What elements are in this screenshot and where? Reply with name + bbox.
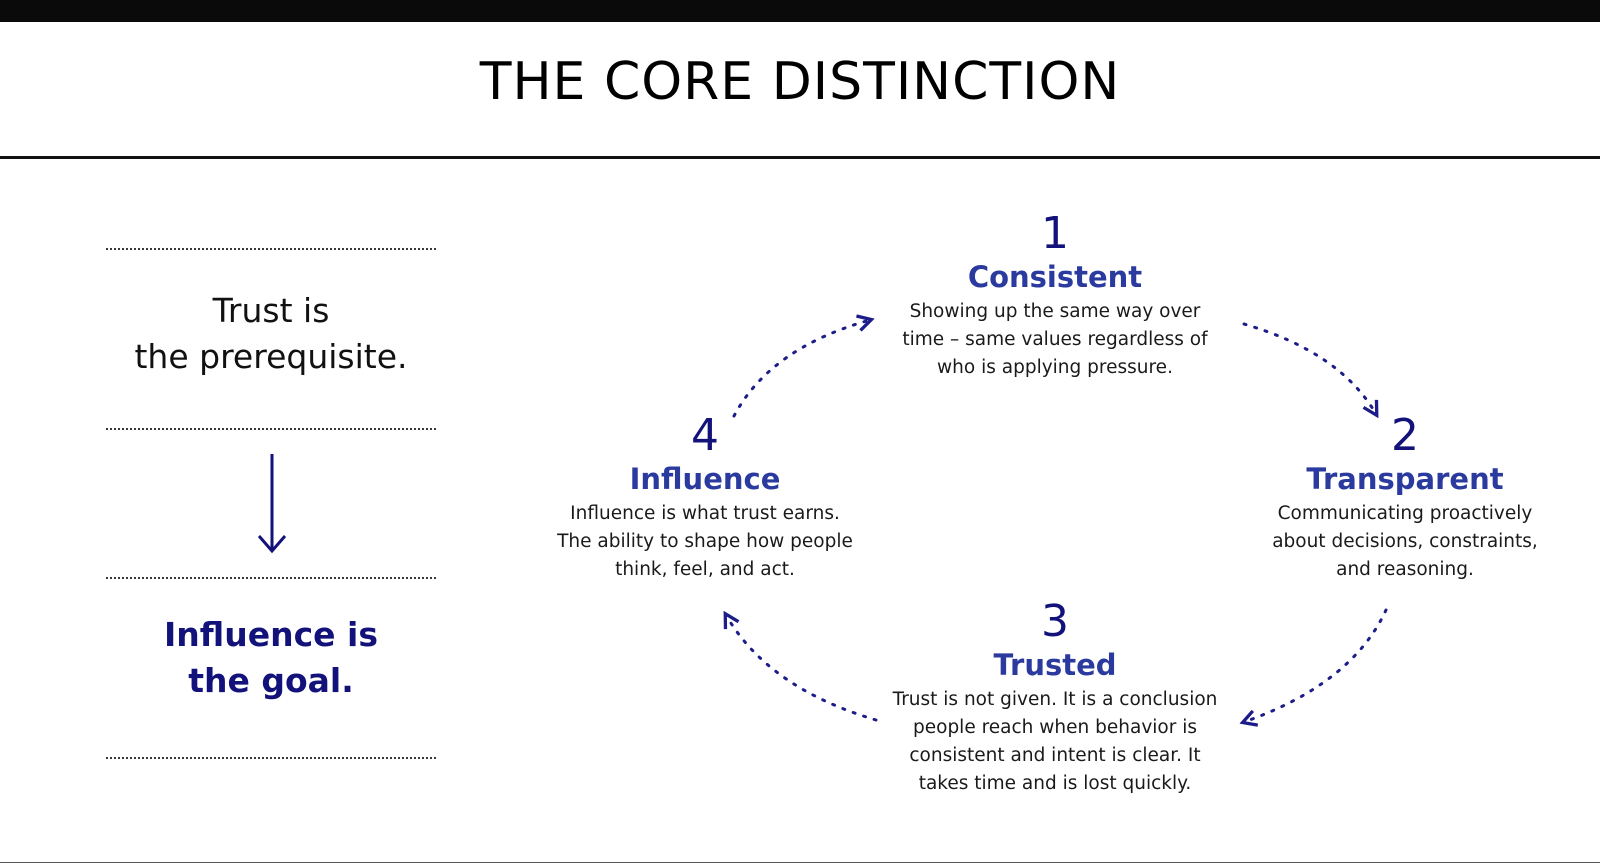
- description-line: about decisions, constraints,: [1272, 531, 1538, 552]
- step-title: Trusted: [993, 648, 1117, 682]
- step-trusted: 3 Trusted Trust is not given. It is a co…: [855, 598, 1255, 798]
- goal-statement: Influence is the goal.: [100, 612, 442, 704]
- step-number: 2: [1391, 410, 1419, 461]
- description-line: who is applying pressure.: [937, 357, 1173, 378]
- description-line: think, feel, and act.: [615, 559, 795, 580]
- step-description: Influence is what trust earns. The abili…: [530, 500, 880, 584]
- description-line: Showing up the same way over: [909, 301, 1201, 322]
- goal-line-1: Influence is: [164, 615, 378, 654]
- step-influence: 4 Influence Influence is what trust earn…: [530, 412, 880, 584]
- step-title: Consistent: [967, 260, 1143, 294]
- step-number: 1: [1041, 208, 1069, 259]
- step-description: Showing up the same way over time – same…: [875, 298, 1235, 382]
- description-line: takes time and is lost quickly.: [918, 773, 1192, 794]
- description-line: Trust is not given. It is a conclusion: [892, 689, 1218, 710]
- arrow-4-to-1: [732, 320, 870, 418]
- goal-line-2: the goal.: [188, 661, 354, 700]
- description-line: Communicating proactively: [1277, 503, 1533, 524]
- description-line: Influence is what trust earns.: [570, 503, 840, 524]
- step-number: 3: [1041, 596, 1069, 647]
- bottom-divider: [0, 862, 1600, 863]
- description-line: consistent and intent is clear. It: [909, 745, 1201, 766]
- dotted-divider: [106, 757, 436, 759]
- step-number: 4: [691, 410, 719, 461]
- prerequisite-line-2: the prerequisite.: [134, 337, 408, 376]
- arrow-2-to-3: [1244, 608, 1388, 722]
- top-bar: [0, 0, 1600, 22]
- step-title: Influence: [629, 462, 781, 496]
- arrow-1-to-2: [1242, 322, 1376, 414]
- step-description: Communicating proactively about decision…: [1240, 500, 1570, 584]
- step-title: Transparent: [1306, 462, 1504, 496]
- header-divider: [0, 156, 1600, 159]
- arrow-down-icon: [257, 454, 287, 554]
- dotted-divider: [106, 577, 436, 579]
- description-line: and reasoning.: [1336, 559, 1474, 580]
- page-title: THE CORE DISTINCTION: [479, 52, 1121, 112]
- step-description: Trust is not given. It is a conclusion p…: [855, 686, 1255, 798]
- prerequisite-line-1: Trust is: [212, 291, 330, 330]
- step-transparent: 2 Transparent Communicating proactively …: [1240, 412, 1570, 584]
- step-consistent: 1 Consistent Showing up the same way ove…: [875, 210, 1235, 382]
- dotted-divider: [106, 428, 436, 430]
- description-line: time – same values regardless of: [902, 329, 1208, 350]
- arrow-3-to-4: [726, 615, 878, 722]
- description-line: The ability to shape how people: [557, 531, 853, 552]
- dotted-divider: [106, 248, 436, 250]
- prerequisite-statement: Trust is the prerequisite.: [100, 288, 442, 380]
- description-line: people reach when behavior is: [913, 717, 1197, 738]
